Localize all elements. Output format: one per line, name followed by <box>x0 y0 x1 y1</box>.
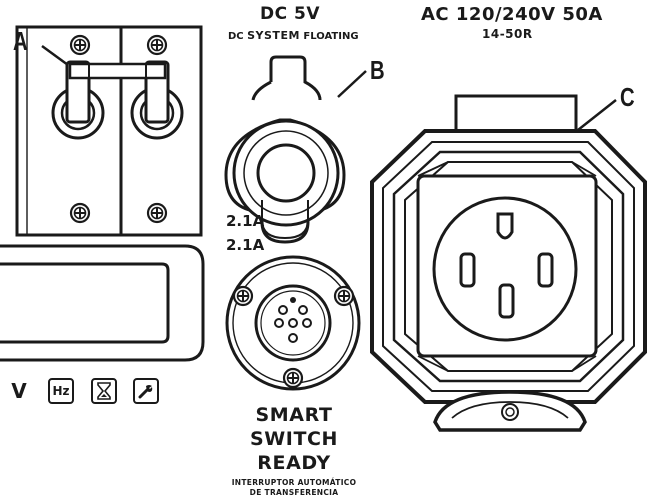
volts-button[interactable]: V <box>10 378 28 404</box>
screw-icon <box>282 367 304 389</box>
hourglass-icon <box>97 382 111 400</box>
ac-title: AC 120/240V 50A <box>421 4 603 25</box>
smart-switch-es-label-2: DE TRANSFERENCIA <box>249 488 339 497</box>
ac-subtitle: 14-50R <box>482 27 533 41</box>
smart-switch-port-icon[interactable] <box>225 255 361 391</box>
screw-icon <box>146 202 168 224</box>
callout-c-label: C <box>620 82 635 112</box>
callout-a-leader <box>41 44 69 67</box>
callout-b-leader <box>337 70 367 98</box>
usb-amp-label-2: 2.1A <box>226 236 265 254</box>
dc-subtitle: DC SYSTEM FLOATING <box>228 29 359 42</box>
screw-icon <box>232 285 254 307</box>
screw-icon <box>69 202 91 224</box>
usb-port-icon[interactable] <box>224 55 346 244</box>
screw-icon <box>146 34 168 56</box>
circuit-breaker-left[interactable] <box>15 25 123 237</box>
callout-c-leader <box>577 99 617 131</box>
screw-icon <box>333 285 355 307</box>
circuit-breaker-right[interactable] <box>119 25 203 237</box>
screw-icon <box>69 34 91 56</box>
breaker-tie-bar <box>68 62 167 80</box>
service-button[interactable] <box>133 378 159 404</box>
wrench-icon <box>138 385 153 399</box>
smart-switch-label-1: SMART <box>255 404 333 426</box>
smart-switch-es-label-1: INTERRUPTOR AUTOMÁTICO <box>231 478 357 487</box>
callout-b-label: B <box>370 55 385 85</box>
smart-switch-label-3: READY <box>257 452 331 474</box>
dc-title: DC 5V <box>260 4 320 24</box>
callout-a-label: A <box>13 26 28 56</box>
usb-amp-label-1: 2.1A <box>226 212 265 230</box>
nema-14-50r-receptacle-icon[interactable] <box>370 94 647 432</box>
smart-switch-label-2: SWITCH <box>249 428 339 450</box>
display-window <box>0 244 205 362</box>
hourglass-button[interactable] <box>91 378 117 404</box>
hertz-button[interactable]: Hz <box>48 378 74 404</box>
